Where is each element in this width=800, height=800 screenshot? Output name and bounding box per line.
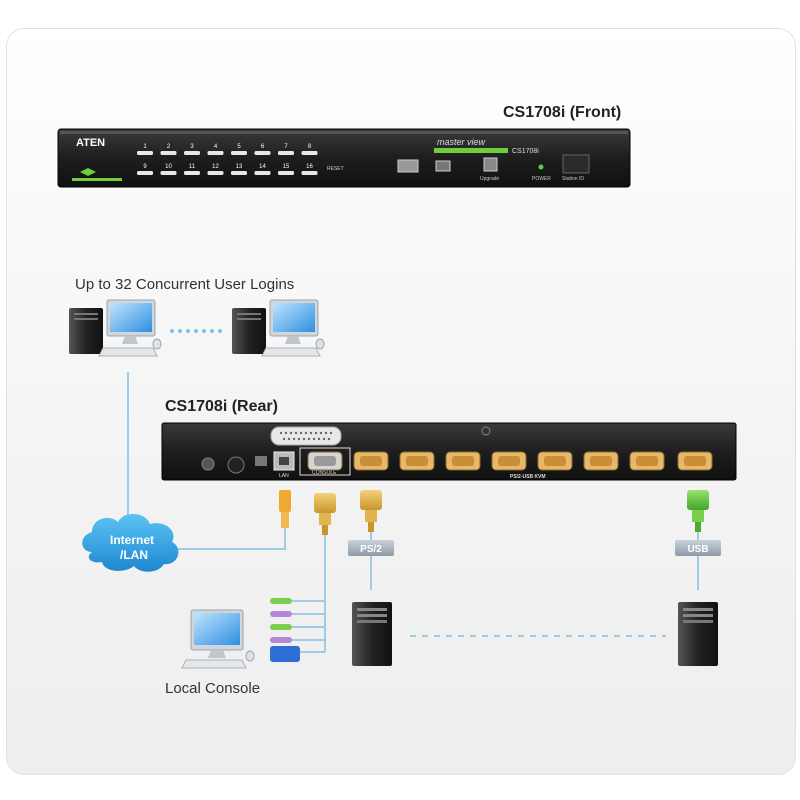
usb-port-front-2 — [435, 160, 451, 172]
front-port-button — [160, 151, 177, 155]
ps2-plug-purple-2-icon — [270, 637, 292, 643]
console-vga-plug — [314, 493, 336, 535]
usb-plug-green-icon — [270, 598, 292, 604]
front-ports-bottom: 9 10 11 12 13 14 15 16 — [137, 164, 318, 175]
front-port-button — [207, 171, 224, 175]
lan-port-label: LAN — [279, 473, 289, 479]
front-port-button — [207, 151, 224, 155]
console-connectors — [270, 598, 300, 662]
usb-port-front — [397, 159, 419, 173]
rear-screw-icon — [481, 426, 491, 436]
front-port-number: 5 — [237, 144, 241, 150]
front-port-number: 6 — [261, 144, 265, 150]
front-port-number: 1 — [143, 144, 147, 150]
user-computer-2 — [232, 299, 325, 357]
upgrade-label: Upgrade — [480, 176, 499, 182]
console-port-frame — [299, 447, 351, 476]
usb-plug-green-2-icon — [270, 624, 292, 630]
upgrade-port — [483, 157, 498, 172]
console-port-label: CONSOLE — [312, 470, 337, 476]
front-port-number: 4 — [214, 144, 218, 150]
connection-dots — [170, 329, 222, 333]
front-title: CS1708i (Front) — [503, 104, 622, 121]
front-port-button — [137, 151, 153, 155]
ps2-tag: PS/2 — [348, 540, 394, 556]
front-port-button — [137, 171, 153, 175]
aten-emblem-icon — [80, 168, 96, 176]
port-pins — [498, 456, 520, 466]
port-pins — [360, 456, 382, 466]
power-label: POWER — [532, 176, 551, 182]
local-console-computer — [181, 609, 255, 669]
power-socket-icon — [227, 456, 245, 474]
front-port-number: 16 — [306, 164, 313, 170]
port-pins — [544, 456, 566, 466]
front-port-number: 8 — [308, 144, 312, 150]
ps2-server-plug — [360, 490, 382, 532]
db25-connector — [270, 426, 342, 446]
front-port-button — [231, 171, 247, 175]
vga-plug-blue-icon — [270, 646, 300, 662]
internet-cloud: Internet /LAN — [82, 513, 179, 572]
network-line-lan — [178, 528, 286, 550]
port-pins — [406, 456, 428, 466]
port-pins — [314, 456, 336, 466]
user-computer-1 — [69, 299, 162, 357]
front-port-button — [254, 151, 271, 155]
front-port-number: 15 — [283, 164, 290, 170]
front-port-button — [184, 171, 200, 175]
rear-panel: LAN CONSOLE PS/2-USB KVM — [161, 422, 737, 481]
front-port-button — [301, 151, 318, 155]
users-label: Up to 32 Concurrent User Logins — [75, 276, 295, 293]
cloud-label-internet: Internet — [110, 533, 154, 547]
cloud-label-lan: /LAN — [120, 548, 148, 562]
svg-text:PS/2: PS/2 — [360, 544, 382, 555]
front-port-number: 3 — [190, 144, 194, 150]
usb-server-tower — [678, 602, 718, 666]
front-port-number: 7 — [284, 144, 288, 150]
front-port-button — [160, 171, 177, 175]
rear-kvm-ports — [307, 451, 713, 471]
port-pins — [636, 456, 658, 466]
front-port-number: 9 — [143, 164, 147, 170]
front-port-button — [184, 151, 200, 155]
front-port-button — [254, 171, 271, 175]
front-port-number: 13 — [236, 164, 243, 170]
front-product-line: master view — [437, 137, 486, 147]
local-console-label: Local Console — [165, 680, 261, 697]
front-port-number: 12 — [212, 164, 219, 170]
front-port-number: 2 — [167, 144, 171, 150]
ps2-plug-purple-icon — [270, 611, 292, 617]
front-port-number: 11 — [189, 164, 196, 170]
port-pins — [590, 456, 612, 466]
console-cable-branches — [292, 600, 325, 653]
ground-screw-icon — [201, 457, 215, 471]
power-switch — [255, 456, 267, 466]
rear-title: CS1708i (Rear) — [165, 398, 278, 415]
ps2-server-tower — [352, 602, 392, 666]
front-port-button — [278, 171, 294, 175]
station-id-label: Station ID — [562, 176, 584, 182]
front-model-label: CS1708i — [512, 148, 539, 155]
front-brand-logo: ATEN — [76, 137, 105, 149]
front-port-button — [278, 151, 294, 155]
reset-label: RESET — [327, 166, 344, 172]
front-port-number: 10 — [165, 164, 172, 170]
station-id-display — [562, 154, 590, 174]
front-port-button — [231, 151, 247, 155]
front-port-number: 14 — [259, 164, 266, 170]
front-port-button — [301, 171, 318, 175]
svg-text:USB: USB — [687, 544, 708, 555]
port-pins — [684, 456, 706, 466]
kvm-ports-label: PS/2-USB KVM — [510, 474, 546, 480]
usb-server-plug — [687, 490, 709, 532]
port-pins — [452, 456, 474, 466]
usb-tag: USB — [675, 540, 721, 556]
front-ports-top: 1 2 3 4 5 6 7 8 — [137, 144, 318, 155]
lan-cable-plug — [279, 490, 291, 528]
power-led — [538, 164, 544, 170]
